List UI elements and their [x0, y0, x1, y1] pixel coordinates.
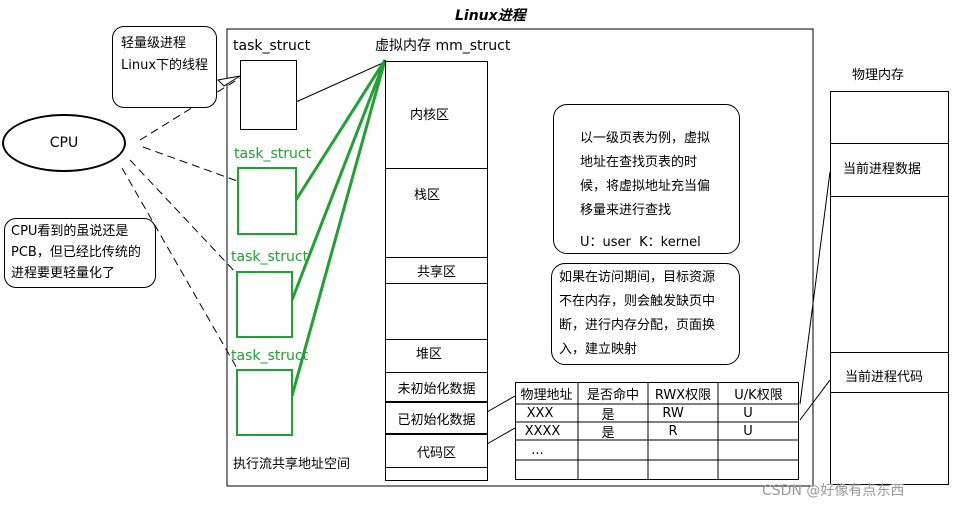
code-area-label: 代码区 [416, 445, 456, 461]
callout-line: 进程要更轻量化了 [11, 266, 116, 281]
stack-area-label: 栈区 [414, 188, 441, 203]
cpu-node: CPU [2, 114, 126, 172]
note-line: 如果在访问期间，目标资源 [559, 270, 716, 285]
task-struct-box [240, 60, 297, 130]
shared-space-caption: 执行流共享地址空间 [233, 457, 351, 472]
kernel-area-label: 内核区 [410, 108, 450, 123]
thread-task-struct-label: task_struct [231, 348, 309, 364]
heap-area-label: 堆区 [416, 347, 443, 362]
physical-data-label: 当前进程数据 [843, 162, 922, 177]
table-cell: RW [662, 405, 684, 421]
table-cell: XXXX [524, 423, 561, 439]
cpu-label: CPU [49, 135, 79, 151]
task-struct-label: task_struct [233, 38, 311, 54]
note-line: 地址在查找页表的时 [580, 155, 698, 170]
thread-task-struct-box [237, 167, 297, 235]
thread-task-struct-label: task_struct [234, 146, 312, 162]
memory-divider [830, 196, 949, 197]
data-area-label: 已初始化数据 [397, 412, 476, 428]
memory-divider [385, 339, 488, 340]
shared-area: 共享区 [385, 257, 488, 284]
note-line: 以一级页表为例，虚拟 [580, 131, 711, 146]
thread-task-struct-box [236, 369, 293, 436]
cpu-view-callout: CPU看到的虽说还是 PCB，但已经比传统的 进程要更轻量化了 [4, 218, 156, 288]
table-cell: U [743, 405, 753, 421]
table-header: U/K权限 [734, 387, 783, 403]
callout-line: PCB，但已经比传统的 [11, 245, 141, 260]
table-header: 物理地址 [520, 387, 573, 403]
watermark: CSDN @好像有点东西 [762, 483, 905, 499]
page-fault-note: 如果在访问期间，目标资源 不在内存，则会触发缺页中 断，进行内存分配，页面换 入… [551, 263, 740, 365]
callout-line: CPU看到的虽说还是 [11, 224, 129, 239]
page-table-note: 以一级页表为例，虚拟 地址在查找页表的时 候，将虚拟地址充当偏 移量来进行查找 … [553, 104, 740, 254]
thread-task-struct-box [236, 271, 293, 338]
table-cell: 是 [601, 425, 615, 441]
mm-struct-label: 虚拟内存 mm_struct [375, 38, 511, 54]
memory-divider [385, 168, 488, 169]
table-cell: U [743, 423, 753, 439]
physical-memory-title: 物理内存 [852, 68, 905, 83]
bss-area: 未初始化数据 [385, 372, 488, 402]
page-table: 物理地址 是否命中 RWX权限 U/K权限 XXX 是 RW U XXXX 是 … [515, 382, 799, 480]
page-table-grid [515, 382, 799, 480]
table-header: 是否命中 [586, 387, 639, 403]
table-cell: ... [531, 442, 544, 458]
callout-line: Linux下的线程 [121, 58, 209, 73]
table-cell: 是 [601, 407, 615, 423]
table-header: RWX权限 [654, 387, 712, 403]
note-line: 断，进行内存分配，页面换 [559, 318, 716, 333]
callout-line: 轻量级进程 [121, 36, 187, 51]
page-title: Linux进程 [455, 8, 526, 24]
user-kernel-legend: U：user K：kernel [580, 235, 701, 250]
memory-divider [830, 352, 949, 353]
note-line: 候，将虚拟地址充当偏 [580, 179, 711, 194]
lightweight-process-callout: 轻量级进程 Linux下的线程 [112, 26, 217, 108]
table-cell: XXX [526, 405, 554, 421]
shared-area-label: 共享区 [416, 265, 456, 280]
table-cell: R [668, 423, 678, 439]
physical-memory-column [830, 91, 949, 485]
note-line: 移量来进行查找 [580, 203, 672, 218]
physical-code-label: 当前进程代码 [845, 370, 924, 385]
memory-divider [830, 392, 949, 393]
bss-area-label: 未初始化数据 [397, 381, 476, 397]
note-line: 入，建立映射 [559, 342, 638, 357]
note-line: 不在内存，则会触发缺页中 [559, 294, 716, 309]
thread-task-struct-label: task_struct [231, 249, 309, 265]
memory-divider [830, 143, 949, 144]
data-area: 已初始化数据 [385, 402, 488, 434]
code-area: 代码区 [385, 434, 488, 468]
